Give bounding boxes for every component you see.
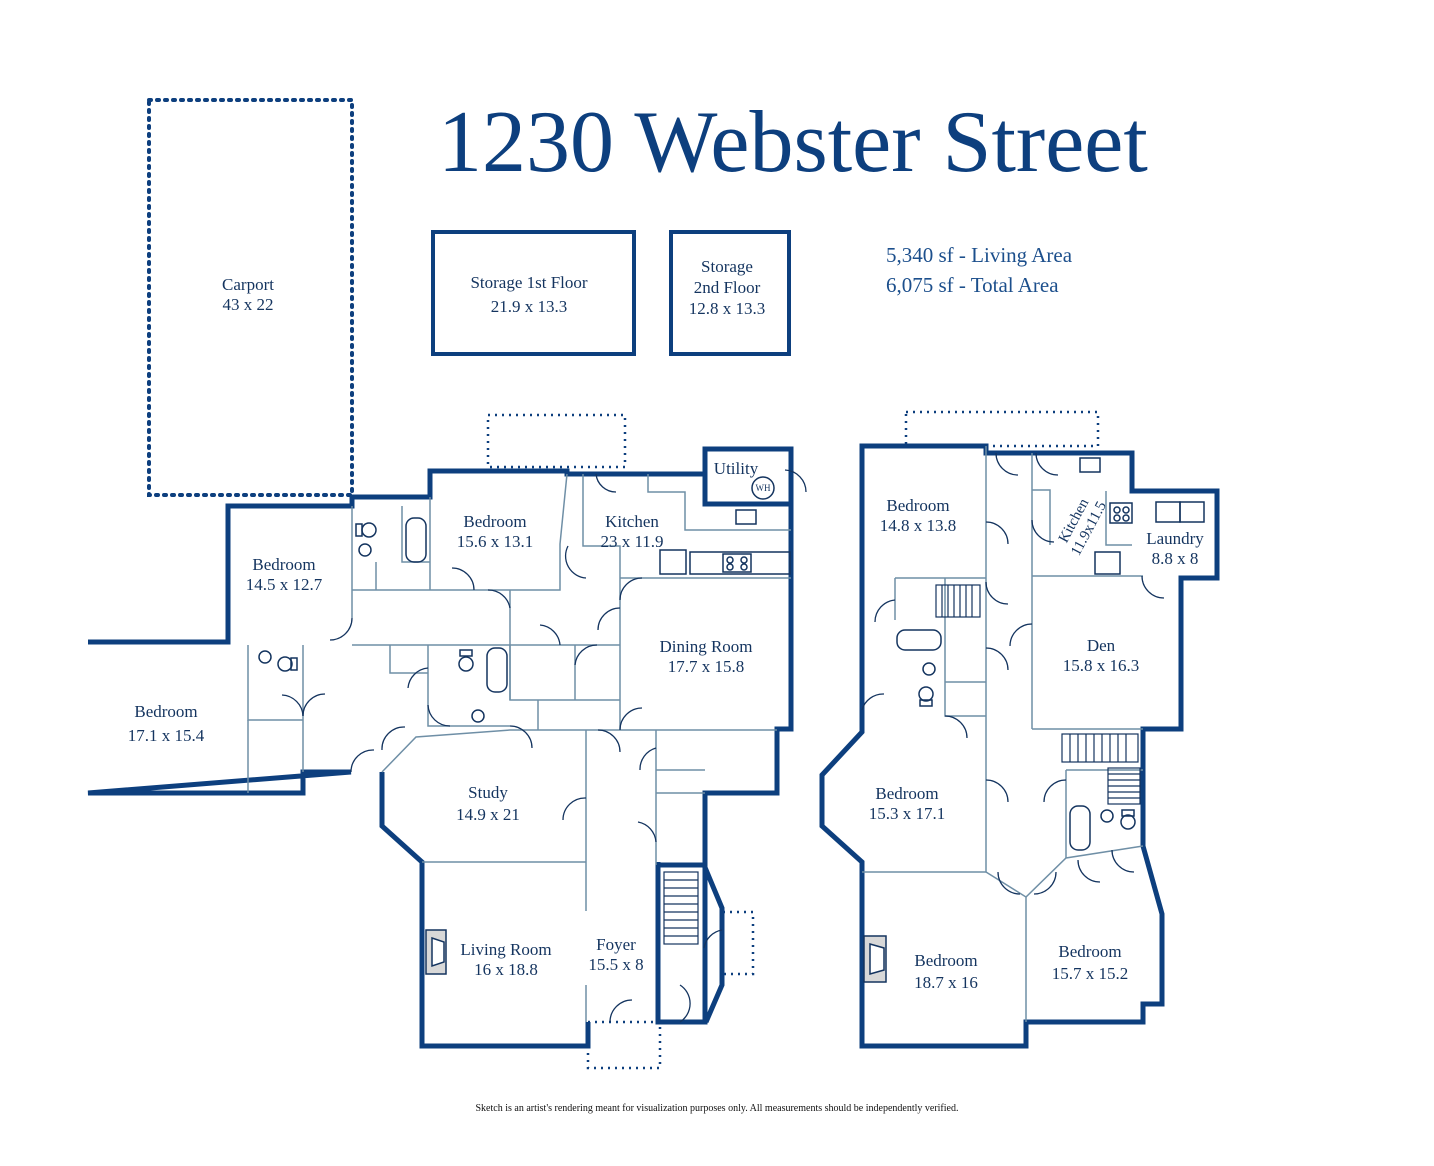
fireplace-icon (425, 929, 887, 983)
toilet-icon (277, 522, 1136, 830)
storage-2nd-floor-box (669, 230, 791, 356)
bathtub-icon (405, 517, 1091, 851)
carport-outline (147, 98, 354, 497)
porch-outline (486, 413, 627, 469)
stove-icon (659, 501, 1205, 575)
living-area-text: 5,340 sf - Living Area (886, 243, 1073, 267)
storage-1st-floor-box (431, 230, 636, 356)
porch-outline (586, 1020, 662, 1070)
disclaimer-text: Sketch is an artist's rendering meant fo… (475, 1103, 959, 1114)
total-area-text: 6,075 sf - Total Area (886, 273, 1059, 297)
water-heater-icon (751, 476, 775, 500)
water-heater-label: WH (755, 483, 771, 493)
door-swing-icon (281, 452, 1165, 1023)
porch-outline (721, 910, 755, 976)
second-floor-walls (819, 443, 1220, 1049)
property-title: 1230 Webster Street (438, 94, 1148, 191)
room-label-utility: Utility (713, 459, 759, 478)
balcony-outline (904, 410, 1100, 448)
stairs-icon (663, 584, 1141, 945)
sink-icon (258, 457, 1114, 823)
